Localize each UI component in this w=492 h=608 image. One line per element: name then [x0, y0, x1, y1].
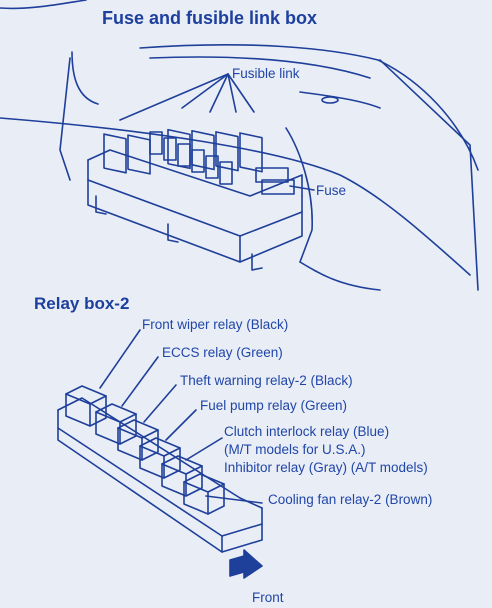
front-arrow-icon	[229, 549, 263, 579]
fusible-link-label: Fusible link	[232, 66, 300, 81]
relay-label-mt-models-note: (M/T models for U.S.A.)	[224, 442, 366, 457]
relay-label-theft-warning: Theft warning relay-2 (Black)	[180, 373, 353, 388]
front-direction-label: Front	[252, 590, 284, 605]
relay-label-clutch-interlock: Clutch interlock relay (Blue)	[224, 424, 390, 439]
fuse-box-drawing	[87, 73, 315, 271]
fuse-label: Fuse	[316, 183, 347, 198]
fuse-box-title: Fuse and fusible link box	[102, 8, 318, 28]
relay-label-inhibitor: Inhibitor relay (Gray) (A/T models)	[224, 460, 428, 475]
relay-box-title: Relay box-2	[34, 294, 130, 313]
relay-label-eccs: ECCS relay (Green)	[162, 345, 283, 360]
relay-label-front-wiper: Front wiper relay (Black)	[142, 317, 289, 332]
vehicle-body-outline	[0, 0, 479, 291]
relay-label-fuel-pump: Fuel pump relay (Green)	[200, 398, 348, 413]
relay-label-cooling-fan: Cooling fan relay-2 (Brown)	[268, 492, 433, 507]
relay-box-drawing	[57, 329, 263, 553]
